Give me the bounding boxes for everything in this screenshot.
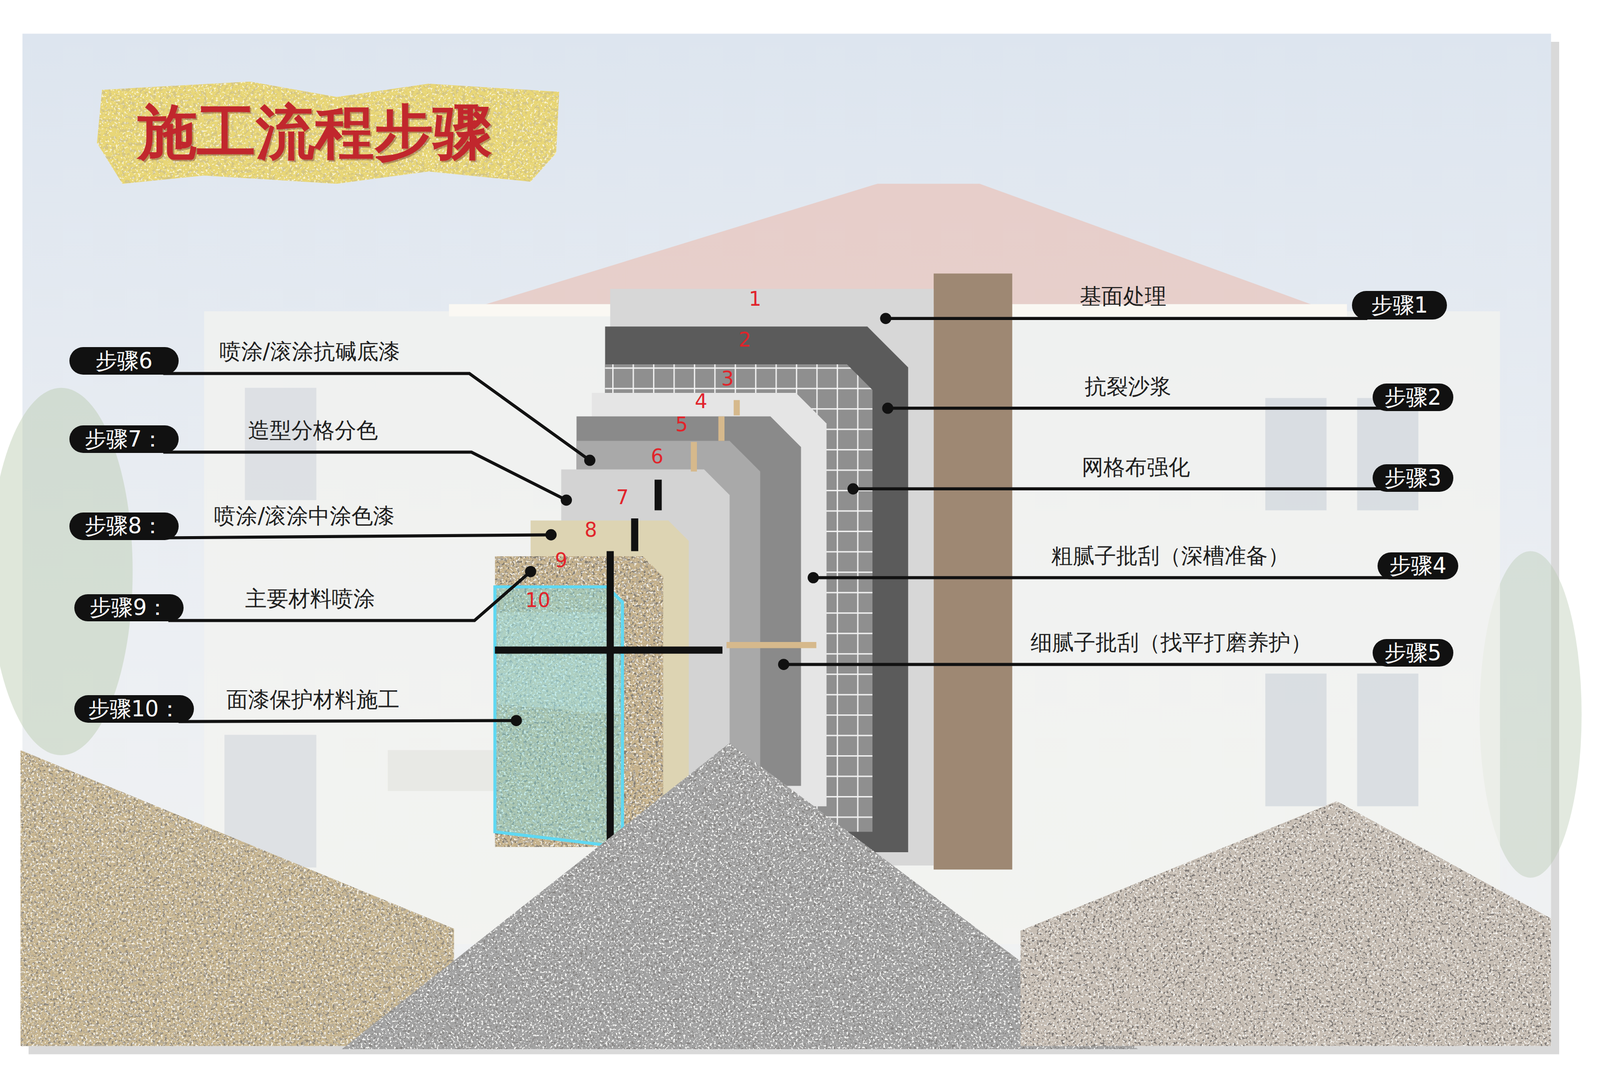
stone-texture xyxy=(1015,795,1557,1051)
step-description: 抗裂沙浆 xyxy=(1084,373,1172,400)
title-banner xyxy=(92,76,567,189)
stone-texture xyxy=(15,744,460,1051)
callout-number: 5 xyxy=(675,414,688,435)
groove xyxy=(606,550,615,849)
callout-number: 10 xyxy=(525,590,551,610)
glass-highlight xyxy=(498,612,620,715)
banner-texture xyxy=(92,76,567,189)
groove xyxy=(495,646,723,654)
leader-dot xyxy=(525,565,537,577)
groove xyxy=(718,416,725,441)
step-tag: 步骤2抗裂沙浆 xyxy=(1372,383,1454,411)
leader-dot xyxy=(778,658,790,670)
granite-texture xyxy=(489,550,669,852)
leader-dot xyxy=(807,571,819,584)
base-wall xyxy=(933,273,1013,870)
leader-dot xyxy=(560,494,572,506)
callout-number: 4 xyxy=(694,391,708,411)
groove xyxy=(733,400,740,416)
leader-line xyxy=(887,406,1388,410)
step-description: 基面处理 xyxy=(1079,283,1167,310)
step-description: 粗腻子批刮（深槽准备） xyxy=(1051,542,1290,569)
leader-dot xyxy=(584,454,596,467)
groove xyxy=(654,479,662,510)
step-label: 步骤1 xyxy=(1371,293,1429,317)
callout-number: 7 xyxy=(616,487,629,507)
step-description: 细腻子批刮（找平打磨养护） xyxy=(1030,629,1313,656)
step-tag: 步骤10：面漆保护材料施工 xyxy=(74,694,194,723)
stone-sample xyxy=(15,744,460,1051)
callout-number: 3 xyxy=(721,368,734,389)
house-window xyxy=(1265,397,1327,510)
groove xyxy=(630,518,639,551)
leader-line xyxy=(168,571,531,621)
layer-10-glass xyxy=(495,586,623,848)
house-window xyxy=(1357,673,1419,806)
house-window xyxy=(1265,673,1327,806)
leader-line xyxy=(163,373,591,461)
house-window xyxy=(1357,397,1419,510)
step-tag: 步骤4粗腻子批刮（深槽准备） xyxy=(1377,552,1459,580)
step-label: 步骤7： xyxy=(84,427,164,451)
step-label: 步骤10： xyxy=(88,696,181,721)
leader-line xyxy=(852,487,1388,491)
leader-dot xyxy=(881,402,894,414)
callout-number: 1 xyxy=(749,288,762,309)
stone-texture xyxy=(15,744,460,1051)
step-tag: 步骤3网格布强化 xyxy=(1372,464,1454,492)
leader-line xyxy=(885,316,1368,320)
leader-dot xyxy=(879,312,892,324)
step-tag: 步骤9：主要材料喷涂 xyxy=(74,594,184,622)
groove xyxy=(726,641,816,648)
step-tag: 步骤8：喷涂/滚涂中涂色漆 xyxy=(69,512,179,540)
diagram-title: 施工流程步骤 xyxy=(137,102,493,162)
callout-number: 2 xyxy=(738,329,752,350)
leader-line xyxy=(163,451,567,500)
step-description: 造型分格分色 xyxy=(248,417,378,444)
step-tag: 步骤7：造型分格分色 xyxy=(69,425,179,453)
step-tag: 步骤6喷涂/滚涂抗碱底漆 xyxy=(69,346,179,375)
step-label: 步骤5 xyxy=(1384,640,1442,665)
leader-line xyxy=(783,662,1388,666)
callout-number: 8 xyxy=(584,519,597,540)
stone-texture xyxy=(15,744,460,1051)
step-label: 步骤9： xyxy=(89,595,169,620)
step-tag: 步骤1基面处理 xyxy=(1351,290,1447,320)
step-label: 步骤3 xyxy=(1384,466,1442,490)
leader-dot xyxy=(545,529,557,541)
callout-number: 9 xyxy=(555,550,568,570)
step-description: 网格布强化 xyxy=(1081,454,1191,481)
groove xyxy=(690,441,697,472)
granite-texture xyxy=(489,550,669,852)
stone-sample xyxy=(1015,795,1557,1051)
leader-line xyxy=(163,534,552,538)
step-label: 步骤2 xyxy=(1384,385,1442,409)
leader-line xyxy=(178,720,517,722)
step-tag: 步骤5细腻子批刮（找平打磨养护） xyxy=(1372,638,1454,667)
step-label: 步骤8： xyxy=(84,513,164,538)
granite-texture xyxy=(489,550,669,852)
leader-line xyxy=(813,575,1393,579)
step-label: 步骤6 xyxy=(95,348,153,373)
step-description: 喷涂/滚涂抗碱底漆 xyxy=(219,338,401,365)
step-description: 喷涂/滚涂中涂色漆 xyxy=(214,502,395,530)
step-label: 步骤4 xyxy=(1389,553,1447,578)
callout-number: 6 xyxy=(650,446,663,467)
house-window xyxy=(245,387,317,501)
house-roof xyxy=(479,183,1317,307)
stone-texture xyxy=(1015,795,1557,1051)
step-description: 主要材料喷涂 xyxy=(245,585,376,612)
banner-texture xyxy=(92,76,567,189)
step-description: 面漆保护材料施工 xyxy=(226,686,400,713)
layer-9 xyxy=(489,550,669,852)
leader-dot xyxy=(847,483,859,495)
leader-dot xyxy=(510,714,523,726)
